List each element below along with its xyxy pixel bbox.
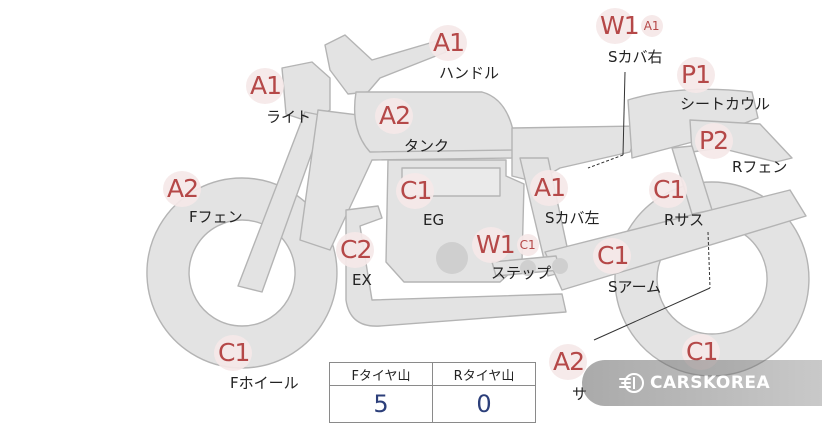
watermark-text: CARSKOREA bbox=[650, 373, 771, 393]
front-tire-tread-header: Fタイヤ山 bbox=[329, 362, 433, 386]
leader-line-s-cover-right bbox=[622, 71, 626, 156]
exhaust-label: EX bbox=[352, 271, 372, 289]
brake-pedal-circle bbox=[552, 258, 568, 274]
rear-tire-tread-value: 0 bbox=[432, 385, 536, 423]
rear-tire-tread-header: Rタイヤ山 bbox=[432, 362, 536, 386]
s-cover-right-label: Sカバ右 bbox=[608, 48, 663, 66]
r-sus-label: Rサス bbox=[664, 211, 705, 229]
seat-cowl-label: シートカウル bbox=[680, 95, 771, 113]
step-peg-circle bbox=[520, 260, 536, 276]
light-label: ライト bbox=[266, 108, 312, 126]
engine-cover-shape bbox=[401, 167, 501, 197]
tank-label: タンク bbox=[404, 137, 450, 155]
r-fender-label: Rフェン bbox=[732, 158, 788, 176]
headlight-shape bbox=[281, 61, 331, 123]
s-cover-left-label: Sカバ左 bbox=[545, 209, 600, 227]
carskorea-logo-icon bbox=[619, 373, 644, 393]
handle-label: ハンドル bbox=[439, 64, 500, 82]
f-wheel-label: Fホイール bbox=[230, 374, 299, 392]
exhaust-shape bbox=[345, 205, 567, 327]
engine-label: EG bbox=[423, 211, 445, 229]
s-arm-label: Sアーム bbox=[608, 278, 662, 296]
leader-line-silencer bbox=[593, 287, 711, 341]
handlebar-shape bbox=[324, 34, 447, 95]
engine-case-circle bbox=[436, 242, 468, 274]
leader-line-r-sus bbox=[707, 231, 711, 289]
carskorea-watermark: CARSKOREA bbox=[582, 360, 822, 406]
tire-tread-table: Fタイヤ山 Rタイヤ山 5 0 bbox=[329, 362, 536, 423]
f-fender-label: Fフェン bbox=[189, 208, 243, 226]
front-tire-tread-value: 5 bbox=[329, 385, 433, 423]
step-label: ステップ bbox=[491, 264, 552, 282]
